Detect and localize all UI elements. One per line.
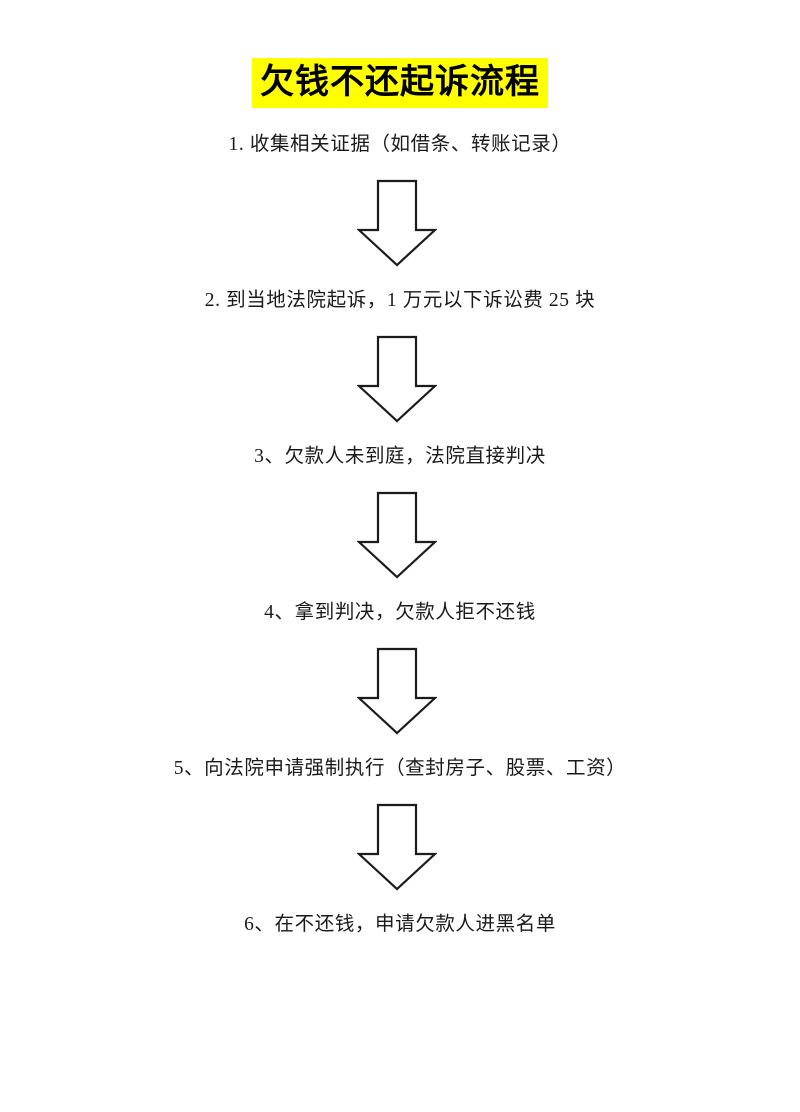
flow-step-3: 3、欠款人未到庭，法院直接判决 xyxy=(0,440,800,474)
down-arrow-icon xyxy=(357,491,437,579)
flow-connector-4-to-5 xyxy=(0,630,800,752)
page-title-row: 欠钱不还起诉流程 xyxy=(0,58,800,108)
flow-step-4: 4、拿到判决，欠款人拒不还钱 xyxy=(0,596,800,630)
flow-step-6: 6、在不还钱，申请欠款人进黑名单 xyxy=(0,908,800,942)
flow-step-5: 5、向法院申请强制执行（查封房子、股票、工资） xyxy=(0,752,800,786)
flow-step-label: 3、欠款人未到庭，法院直接判决 xyxy=(254,446,546,467)
flowchart-steps: 1. 收集相关证据（如借条、转账记录） 2. 到当地法院起诉，1 万元以下诉讼费… xyxy=(0,128,800,942)
flow-connector-5-to-6 xyxy=(0,786,800,908)
page-title: 欠钱不还起诉流程 xyxy=(252,58,548,108)
down-arrow-icon xyxy=(357,803,437,891)
down-arrow-icon xyxy=(357,335,437,423)
flow-step-label: 2. 到当地法院起诉，1 万元以下诉讼费 25 块 xyxy=(204,290,596,311)
flow-connector-2-to-3 xyxy=(0,318,800,440)
flow-step-label: 6、在不还钱，申请欠款人进黑名单 xyxy=(244,914,556,935)
flow-step-label: 1. 收集相关证据（如借条、转账记录） xyxy=(228,134,572,155)
down-arrow-icon xyxy=(357,179,437,267)
flow-step-label: 4、拿到判决，欠款人拒不还钱 xyxy=(264,602,536,623)
flow-connector-3-to-4 xyxy=(0,474,800,596)
flow-step-label: 5、向法院申请强制执行（查封房子、股票、工资） xyxy=(173,758,627,779)
flow-step-1: 1. 收集相关证据（如借条、转账记录） xyxy=(0,128,800,162)
flow-connector-1-to-2 xyxy=(0,162,800,284)
flow-step-2: 2. 到当地法院起诉，1 万元以下诉讼费 25 块 xyxy=(0,284,800,318)
down-arrow-icon xyxy=(357,647,437,735)
